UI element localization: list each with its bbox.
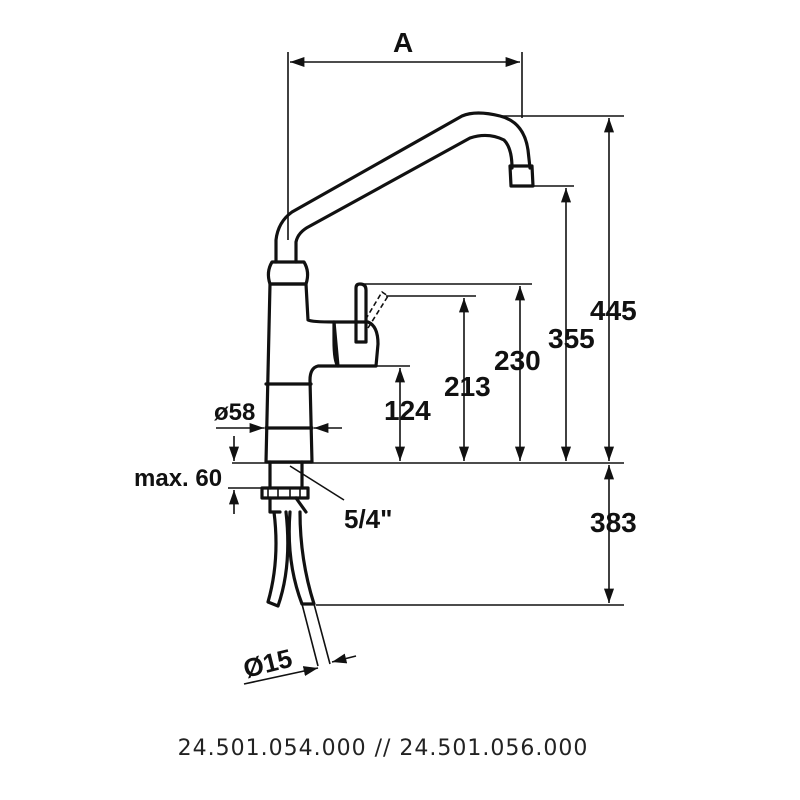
article-numbers: 24.501.054.000 // 24.501.056.000 [177,736,589,761]
label-thread: 5/4" [344,504,392,534]
label-230: 230 [494,345,541,376]
label-d15: Ø15 [240,643,295,684]
label-max60: max. 60 [134,465,222,492]
spout-tube [274,111,532,264]
faucet-body [264,282,340,464]
label-383: 383 [590,507,637,538]
mounting-nut [260,486,310,500]
label-a: A [393,27,413,58]
lever-handle [332,320,380,368]
label-124: 124 [384,395,431,426]
faucet-outline [260,111,535,667]
supply-hoses [266,496,316,608]
label-213: 213 [444,371,491,402]
dimension-labels: A 445 355 230 213 124 383 ø58 max. 60 5/… [134,27,637,684]
label-355: 355 [548,323,595,354]
swivel-nut [266,260,310,286]
label-445: 445 [590,295,637,326]
spout-nozzle [508,164,535,188]
label-d58: ø58 [214,399,255,426]
dimension-lines [216,52,624,685]
thread-leader [289,465,345,501]
lever-stem [354,282,368,344]
